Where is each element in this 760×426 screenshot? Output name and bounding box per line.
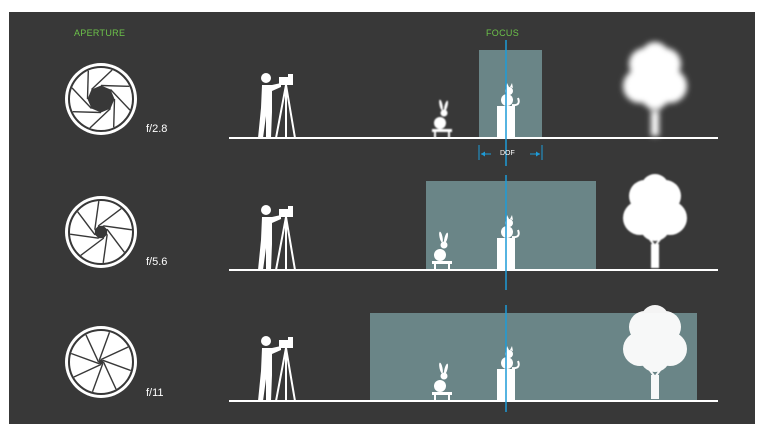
row-f56: [229, 174, 718, 290]
aperture-blade: [73, 112, 101, 113]
f-stop-label: f/2.8: [146, 123, 167, 135]
focus-header: FOCUS: [486, 28, 519, 38]
aperture-header: APERTURE: [74, 28, 125, 38]
aperture-icon: [65, 326, 137, 398]
dof-label: DOF: [500, 150, 515, 157]
aperture-blade: [114, 99, 115, 127]
row-f11: [229, 305, 718, 412]
rabbit-icon: [432, 99, 452, 138]
photographer-icon: [258, 205, 295, 270]
photographer-icon: [258, 336, 295, 401]
aperture-icon: [65, 63, 137, 135]
aperture-icon: [65, 196, 137, 268]
f-stop-label: f/11: [146, 387, 164, 399]
tree-icon: [623, 42, 687, 136]
aperture-opening: [88, 86, 115, 113]
aperture-blade: [88, 71, 89, 99]
photographer-icon: [258, 73, 295, 138]
aperture-blade: [101, 86, 129, 87]
tree-icon: [623, 174, 687, 268]
f-stop-label: f/5.6: [146, 256, 167, 268]
row-f28: [229, 40, 718, 166]
